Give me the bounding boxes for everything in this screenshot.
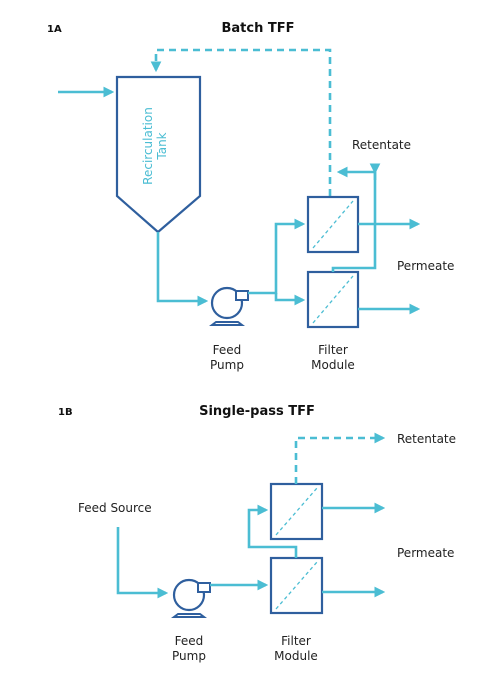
pump-to-lower-filter-line [274, 293, 306, 306]
filter-label-1a-line1: Filter [318, 343, 348, 357]
filter-module-1a-lower [306, 270, 360, 329]
pump-label-1b-line2: Pump [172, 649, 206, 663]
filter-module-1a-upper [306, 195, 360, 254]
filter-label-1b-line2: Module [274, 649, 318, 663]
filter-label-1b-line1: Filter [281, 634, 311, 648]
panel-1a: 1A Batch TFF Recirculation Tank Feed Pum… [47, 21, 454, 372]
feed-source-label: Feed Source [78, 501, 152, 515]
panel-1b-tag: 1B [58, 407, 73, 418]
panel-1b-title: Single-pass TFF [199, 404, 315, 419]
filter-module-1b-upper [269, 482, 324, 541]
filter-module-1b-lower [269, 556, 324, 615]
panel-1a-tag: 1A [47, 24, 62, 35]
pump-label-1b-line1: Feed [175, 634, 204, 648]
lower-to-upper-filter-line [247, 504, 298, 558]
lower-retentate-line [331, 176, 377, 272]
retentate-to-return-line [336, 166, 377, 178]
pump-label-1a-line1: Feed [213, 343, 242, 357]
tank-to-pump-line [156, 232, 209, 307]
retentate-label-1a: Retentate [352, 138, 411, 152]
retentate-outlet-1b [294, 432, 386, 484]
pump-label-1a-line2: Pump [210, 358, 244, 372]
feed-pump-1b [171, 578, 211, 618]
permeate-label-1b: Permeate [397, 546, 454, 560]
pump-to-upper-filter-line [248, 218, 306, 295]
permeate-label-1a: Permeate [397, 259, 454, 273]
retentate-label-1b: Retentate [397, 432, 456, 446]
filter-label-1a-line2: Module [311, 358, 355, 372]
recirculation-tank [115, 75, 202, 234]
panel-1a-title: Batch TFF [221, 21, 294, 36]
feed-pump-1a [209, 286, 249, 326]
retentate-return-line [150, 48, 332, 196]
panel-1b: 1B Single-pass TFF Feed Source Feed Pump… [58, 404, 456, 663]
tank-label-line1: Recirculation [141, 107, 155, 185]
feed-source-to-pump-line [116, 527, 169, 599]
tank-label-line2: Tank [155, 132, 169, 160]
